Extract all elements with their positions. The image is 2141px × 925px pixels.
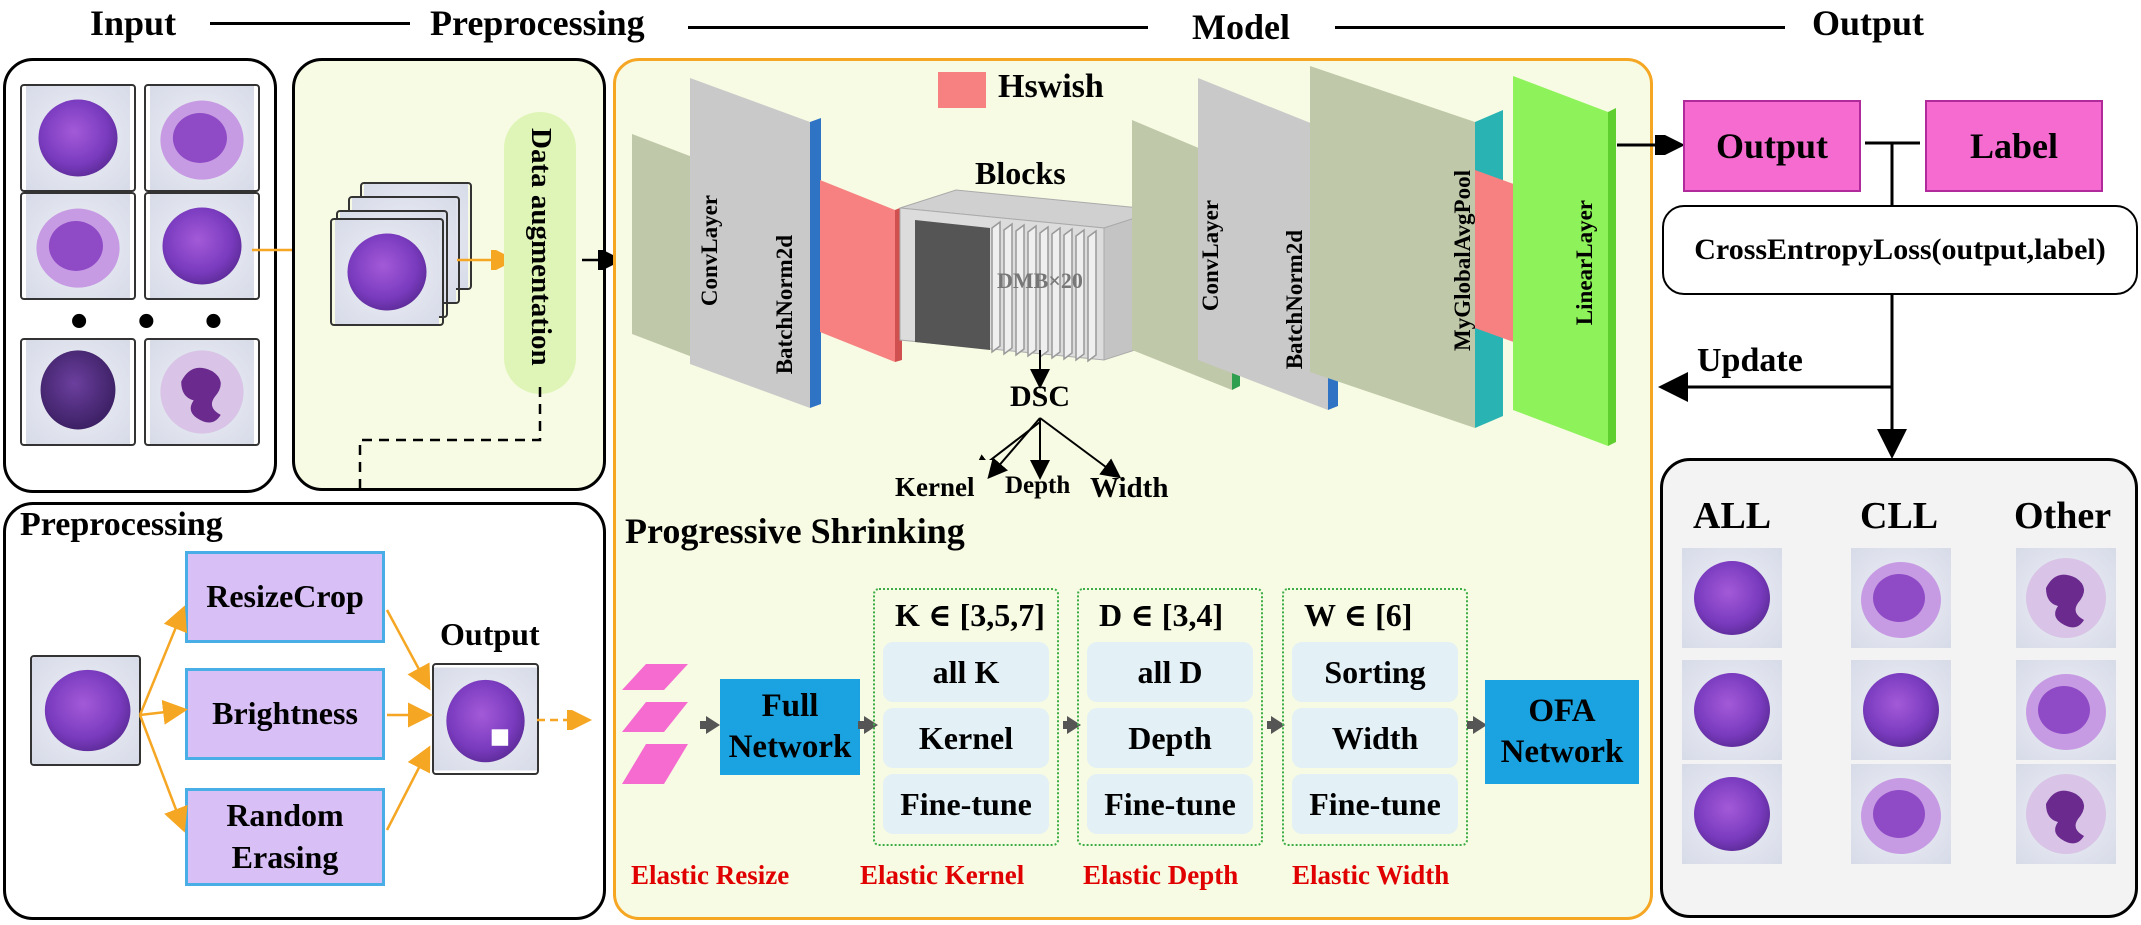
layer-convlayer-2: ConvLayer <box>1198 200 1223 312</box>
blocks-label: Blocks <box>975 155 1066 191</box>
ps-stage-item: Depth <box>1087 708 1253 768</box>
loss-box: CrossEntropyLoss(output,label) <box>1662 205 2138 295</box>
stack-arrow <box>457 250 516 270</box>
cell-image <box>144 84 260 192</box>
dsc-depth: Depth <box>1005 472 1071 499</box>
cell-image <box>1678 660 1786 760</box>
preprocess-arrows <box>138 605 433 833</box>
ps-stage-item: Width <box>1292 708 1458 768</box>
to-model-arrow <box>582 250 623 270</box>
cell-image <box>20 192 136 300</box>
ps-stage-title: W ∈ [6] <box>1304 597 1413 633</box>
output-box: Output <box>1683 100 1861 192</box>
ps-arrow <box>1467 721 1475 729</box>
ps-stage-item: Fine-tune <box>1292 774 1458 834</box>
cell-image <box>1847 660 1955 760</box>
cell-image <box>20 338 136 446</box>
cell-image <box>1847 764 1955 864</box>
header-output: Output <box>1812 3 1925 43</box>
ps-stage-title: D ∈ [3,4] <box>1099 597 1224 633</box>
class-all: ALL <box>1693 495 1772 537</box>
header-line <box>688 26 1148 29</box>
preprocessing-panel-title: Preprocessing <box>20 506 223 543</box>
network-layers <box>632 66 1616 460</box>
augmentation-pill <box>504 112 576 394</box>
label-box: Label <box>1925 100 2103 192</box>
cell-image <box>1678 548 1786 648</box>
dsc-label: DSC <box>1010 380 1071 413</box>
header-input: Input <box>90 3 177 43</box>
header-preprocessing: Preprocessing <box>430 3 645 43</box>
ps-arrow <box>700 721 708 729</box>
dashed-connector <box>358 387 542 493</box>
elastic-kernel-label: Elastic Kernel <box>860 860 1025 890</box>
ps-arrow <box>706 716 720 734</box>
cell-image <box>2012 660 2120 760</box>
op-brightness: Brightness <box>185 668 385 760</box>
cell-image <box>2012 764 2120 864</box>
layer-convlayer-1: ConvLayer <box>697 195 722 307</box>
layer-globalavgpool: MyGlobalAvgPool <box>1450 170 1475 352</box>
ps-stage-item: Sorting <box>1292 642 1458 702</box>
ofa-network-box: OFA Network <box>1485 680 1639 784</box>
dsc-width: Width <box>1090 472 1169 504</box>
update-label: Update <box>1697 342 1803 379</box>
ps-arrow <box>1271 716 1285 734</box>
class-cll: CLL <box>1860 495 1939 537</box>
cell-image <box>20 84 136 192</box>
ps-stage-item: all K <box>883 642 1049 702</box>
header-line <box>1335 26 1785 29</box>
class-other: Other <box>2014 495 2112 537</box>
layer-batchnorm-2: BatchNorm2d <box>1282 230 1307 370</box>
ellipsis: • • • <box>70 293 241 350</box>
model-to-output-arrow <box>1617 135 1685 155</box>
dmb-label: DMB×20 <box>997 268 1083 293</box>
layer-batchnorm-1: BatchNorm2d <box>772 235 797 375</box>
ps-arrow <box>858 721 866 729</box>
ps-stage-item: Fine-tune <box>1087 774 1253 834</box>
ps-stage-item: Fine-tune <box>883 774 1049 834</box>
cell-image <box>144 192 260 300</box>
layer-linearlayer: LinearLayer <box>1572 200 1597 326</box>
preprocess-input-cell <box>30 655 141 766</box>
elastic-depth-label: Elastic Depth <box>1083 860 1239 890</box>
op-random-erasing: Random Erasing <box>185 788 385 886</box>
ps-title: Progressive Shrinking <box>625 511 965 551</box>
cell-image <box>2012 548 2120 648</box>
elastic-width-label: Elastic Width <box>1292 860 1450 890</box>
ps-stage-item: Kernel <box>883 708 1049 768</box>
cell-image <box>1847 548 1955 648</box>
elastic-resize-label: Elastic Resize <box>631 860 790 890</box>
elastic-resize-icon <box>622 664 688 784</box>
header-line <box>210 22 410 25</box>
header-model: Model <box>1192 7 1290 47</box>
preprocess-output-label: Output <box>440 616 540 652</box>
op-resizecrop: ResizeCrop <box>185 551 385 643</box>
cell-image <box>144 338 260 446</box>
cell-image <box>330 218 444 326</box>
output-connectors <box>1658 141 1920 459</box>
hswish-swatch <box>938 72 986 108</box>
preprocess-output-cell <box>432 663 539 775</box>
ps-arrow <box>1473 716 1487 734</box>
dsc-kernel: Kernel <box>895 472 975 502</box>
preprocess-out-arrow <box>537 710 592 730</box>
dsc-arrows <box>987 417 1122 480</box>
ps-stage-item: all D <box>1087 642 1253 702</box>
full-network-box: Full Network <box>720 679 860 775</box>
ps-stage-title: K ∈ [3,5,7] <box>895 597 1045 633</box>
cell-image <box>1678 764 1786 864</box>
hswish-legend: Hswish <box>998 68 1104 105</box>
augmentation-label: Data augmentation <box>525 128 557 366</box>
ps-arrow <box>1267 721 1273 729</box>
ps-arrow <box>1063 721 1069 729</box>
